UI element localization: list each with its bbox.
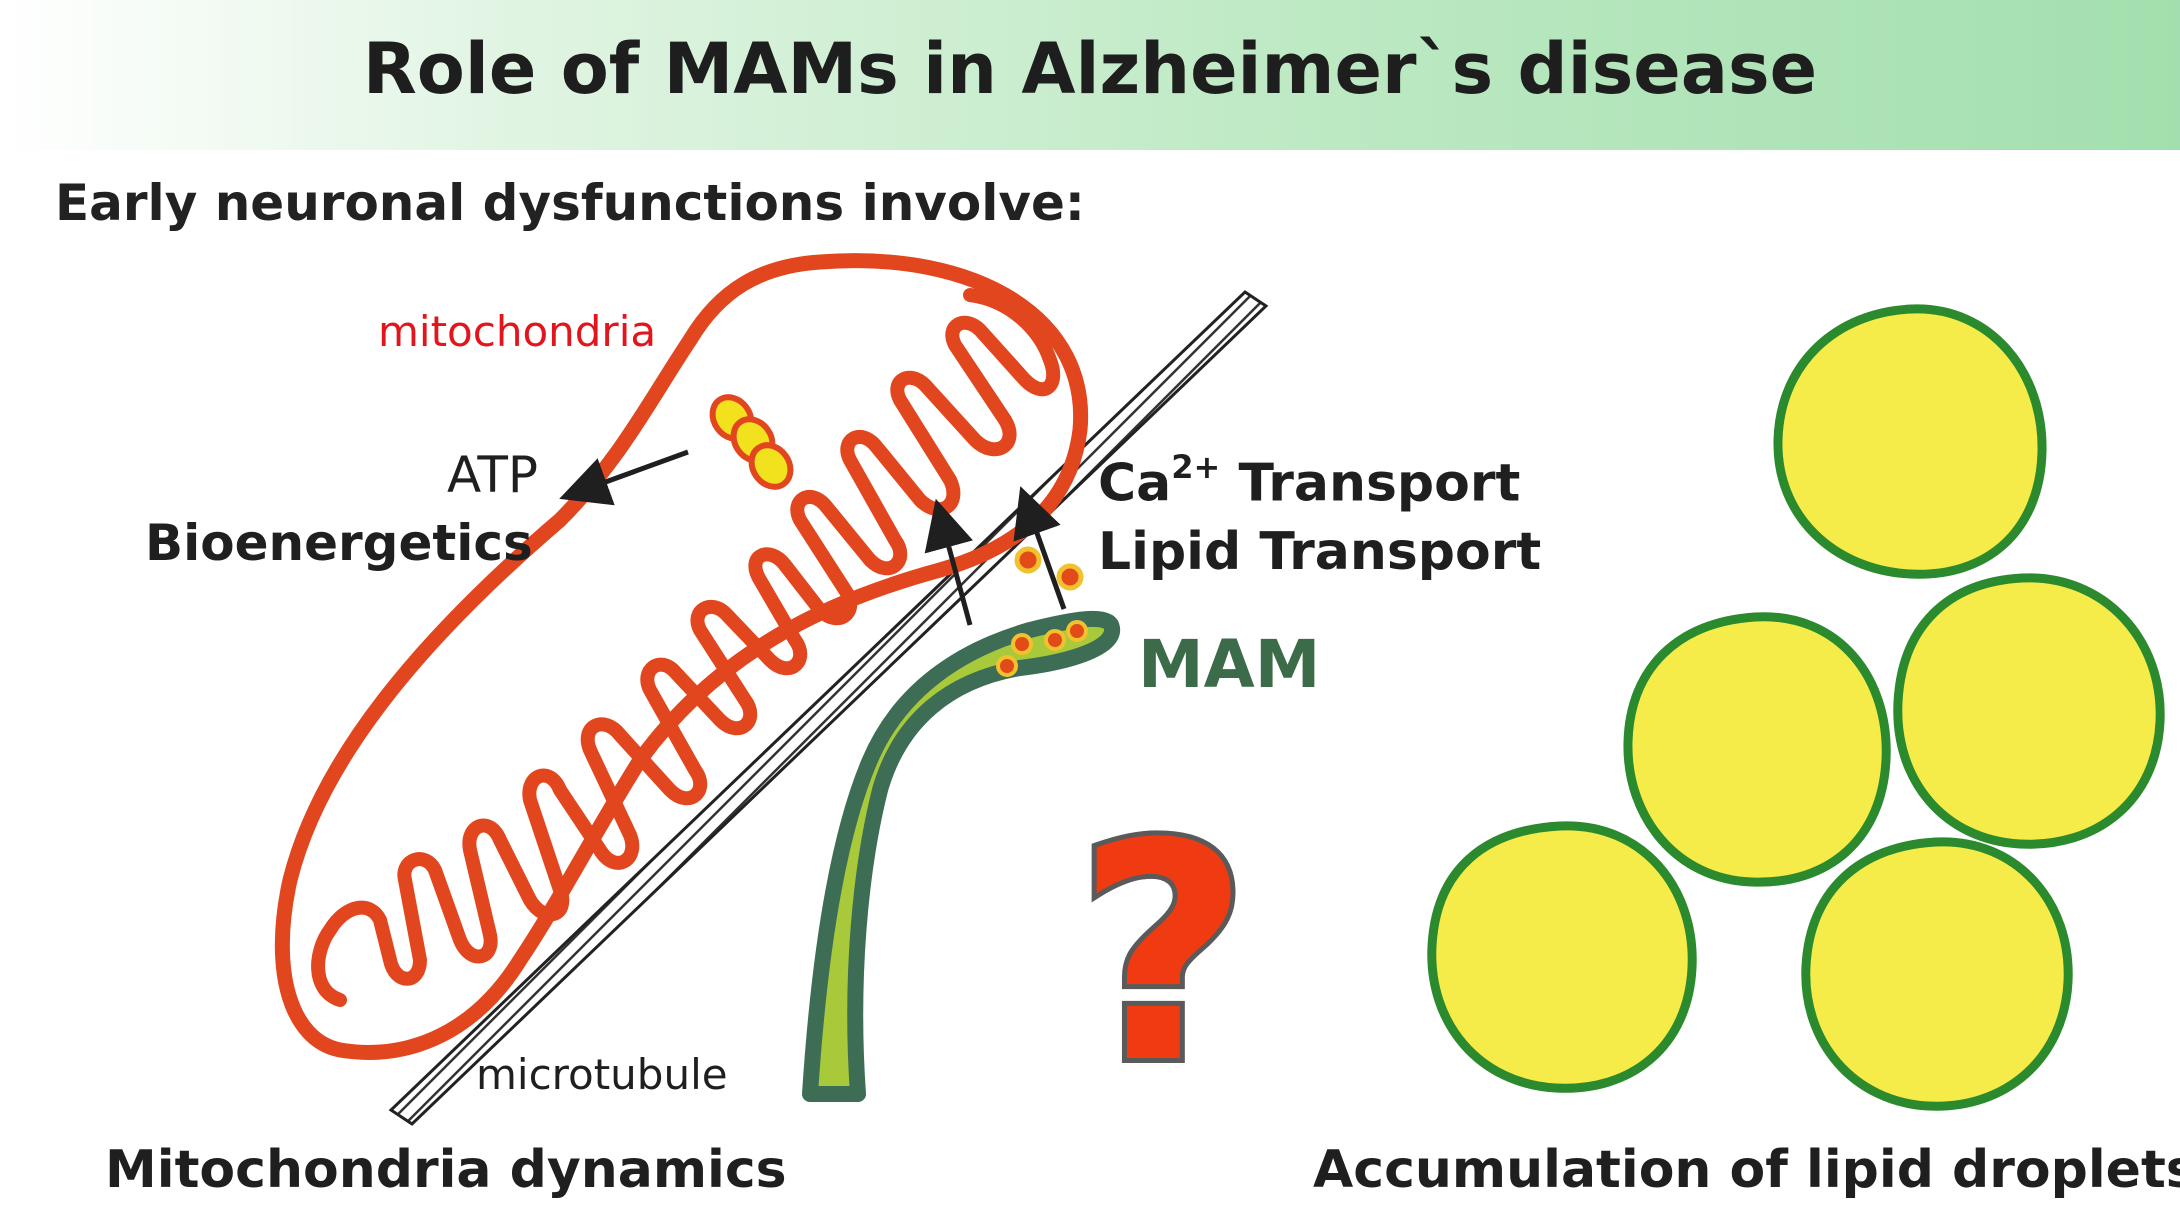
lipid-droplet xyxy=(1801,837,2073,1111)
bioenergetics-label: Bioenergetics xyxy=(145,514,533,572)
atp-arrow xyxy=(559,449,689,506)
lipid-droplet xyxy=(1427,821,1697,1093)
mam-particles xyxy=(996,620,1088,677)
lipid-droplet xyxy=(1623,612,1891,887)
lipid-droplets xyxy=(1427,304,2165,1111)
ca-suffix: Transport xyxy=(1238,453,1521,514)
mitochondrion-cristae xyxy=(311,288,1061,1007)
ca-superscript: 2+ xyxy=(1171,448,1221,486)
atp-synthase-icon xyxy=(709,394,794,490)
mitochondria-dynamics-caption: Mitochondria dynamics xyxy=(105,1140,787,1200)
microtubule-label: microtubule xyxy=(476,1050,728,1099)
lipid-droplet xyxy=(1893,573,2165,849)
transport-arrow-left xyxy=(924,498,973,626)
slide-subtitle: Early neuronal dysfunctions involve: xyxy=(55,174,1085,232)
question-mark: ? xyxy=(1076,780,1250,1129)
atp-label: ATP xyxy=(447,446,539,504)
slide-title: Role of MAMs in Alzheimer`s disease xyxy=(362,28,1818,110)
lipid-transport-label: Lipid Transport xyxy=(1098,522,1542,582)
mam-label: MAM xyxy=(1138,626,1321,703)
header-band xyxy=(0,0,2180,150)
mam-er-tubule xyxy=(802,610,1120,1102)
mitochondria-label: mitochondria xyxy=(378,307,657,356)
ca-transport-label: Ca2+ Transport xyxy=(1098,448,1521,514)
ca-prefix: Ca xyxy=(1098,453,1172,514)
lipid-droplet xyxy=(1773,304,2047,579)
transport-arrow-right xyxy=(1013,486,1067,610)
lipid-droplets-caption: Accumulation of lipid droplets xyxy=(1313,1140,2180,1200)
transported-particles xyxy=(1014,546,1084,591)
